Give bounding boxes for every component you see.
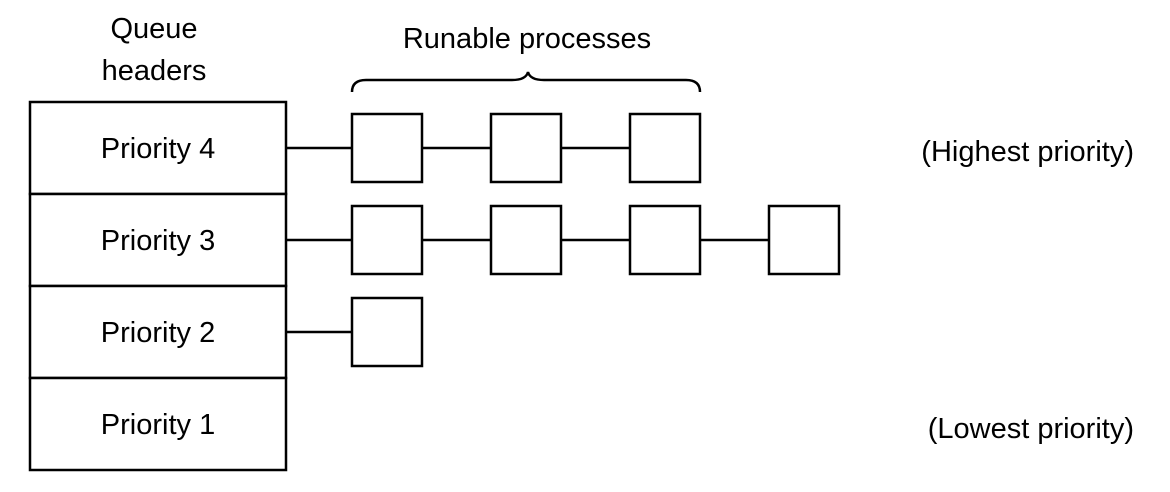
queue-header-label: Priority 3 [101,225,215,257]
process-box [628,112,702,184]
runable-processes-title: Runable processes [403,23,651,55]
queue-header-row [28,376,288,472]
runable-processes-brace [350,71,702,93]
queue-header-row [28,192,288,288]
queue-headers-title-line2: headers [102,55,207,87]
diagram-svg: Queue headers Runable processes Priority… [28,13,1134,472]
process-lists [286,112,841,368]
queue-header-label: Priority 1 [101,409,215,441]
highest-priority-annotation: (Highest priority) [921,136,1134,168]
process-box [350,204,424,276]
lowest-priority-annotation: (Lowest priority) [928,413,1134,445]
process-box [767,204,841,276]
queue-header-label: Priority 2 [101,317,215,349]
process-box [489,204,563,276]
queue-headers-title-line1: Queue [110,13,197,45]
process-box [350,296,424,368]
queue-header-label: Priority 4 [101,133,215,165]
process-box [350,112,424,184]
process-box [489,112,563,184]
queue-header-column: Priority 4 Priority 3 Priority 2 Priority 1 [28,100,288,472]
queue-header-row [28,100,288,196]
queue-header-row [28,284,288,380]
process-box [628,204,702,276]
